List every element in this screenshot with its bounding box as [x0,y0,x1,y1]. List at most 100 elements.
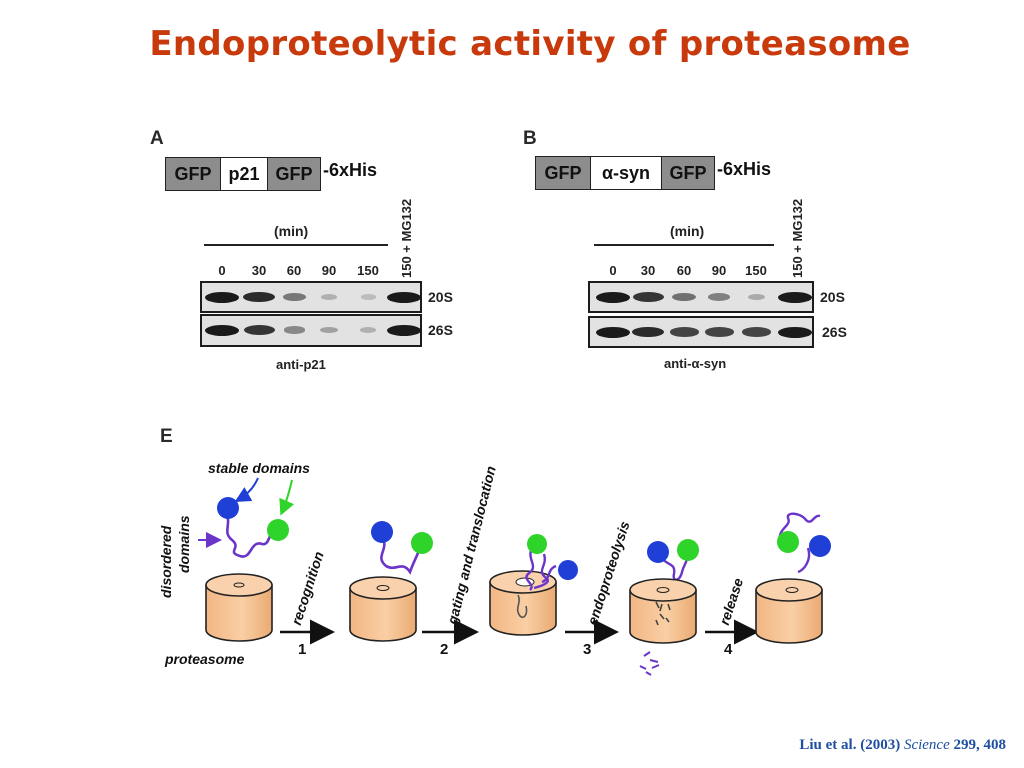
blot-band [708,293,730,301]
step-number-4: 4 [724,641,733,658]
blue-domain [558,560,578,580]
timepoint-label: 90 [321,263,337,278]
chain [224,511,277,558]
his-tag: -6xHis [717,159,772,179]
blot-band [360,294,376,300]
blot-band [778,326,812,338]
blot-band [672,293,696,301]
stage-3 [629,539,699,676]
timepoint-label: 60 [286,263,302,278]
green-domain [777,531,799,553]
proteasome-cylinder [489,570,557,636]
step-label-release: release [716,576,747,627]
green-domain [411,532,433,554]
panel-b-letter: B [523,128,537,149]
citation: Liu et al. (2003) Science 299, 408 [799,737,1006,754]
step-label-endoproteolysis: endoproteolysis [584,519,633,627]
green-domain [267,519,289,541]
blot-band [387,324,421,336]
blot-band [596,326,630,338]
panel-b-construct: GFP α-syn GFP -6xHis [535,156,771,190]
panel-a-construct: GFP p21 GFP -6xHis [165,157,377,191]
blot-band [387,291,421,303]
timepoint-label: 150 [745,263,767,278]
timepoint-label: 0 [218,263,226,278]
blue-domain [647,541,669,563]
blue-domain [217,497,239,519]
row-label-20s: 20S [820,289,845,305]
blot-band [282,293,306,301]
chain [658,549,690,581]
inhibitor-lane-label: 150 + MG132 [790,198,805,278]
timepoint-label: 30 [640,263,656,278]
panel-e-letter: E [160,426,173,447]
blue-pointer-arrow [234,477,259,502]
inhibitor-lane-label: 150 + MG132 [399,198,414,278]
timepoint-label: 30 [251,263,267,278]
blot-band [205,291,239,303]
stage-1 [349,521,433,642]
step-number-1: 1 [298,641,307,658]
blot-band [632,326,664,338]
step-label-gating: gating and translocation [444,464,499,626]
timepoint-label: 0 [609,263,617,278]
slide-title: Endoproteolytic activity of proteasome [149,24,911,64]
antibody-label: anti-p21 [276,357,326,372]
blot-band [778,291,812,303]
proteasome-cylinder [755,578,823,644]
stable-domains-label: stable domains [208,460,310,476]
construct-insert: α-syn [591,156,661,190]
stage-4 [755,512,831,644]
blot-band [243,324,275,336]
blot-band [359,327,377,333]
time-axis-rule [594,244,774,246]
his-tag: -6xHis [323,160,378,180]
proteasome-cylinder [205,573,273,642]
stage-2 [489,534,578,636]
antibody-label: anti-α-syn [664,356,727,371]
time-axis-rule [204,244,388,246]
stage-0 [205,497,289,642]
row-label-20s: 20S [428,289,453,305]
citation-volume: 299, 408 [953,737,1007,753]
blot-band [596,291,630,303]
citation-authors: Liu et al. (2003) [799,737,901,753]
step-number-3: 3 [583,641,592,658]
blot-band [283,326,305,334]
blot-band [669,327,699,337]
row-label-26s: 26S [428,322,453,338]
blot-band [320,294,338,300]
construct-gfp-1: GFP [535,156,591,190]
chain [778,512,821,574]
construct-insert: p21 [221,157,267,191]
chain [380,535,422,575]
proteasome-label: proteasome [165,651,245,667]
chain [525,547,557,591]
timepoint-label: 90 [711,263,727,278]
blot-band [741,327,771,337]
domains-label: domains [176,515,192,573]
time-unit-label: (min) [670,223,705,239]
step-number-2: 2 [440,641,449,658]
blot-band [704,327,734,337]
row-label-26s: 26S [822,324,847,340]
peptide-fragments [639,651,660,676]
proteasome-cylinder [629,578,697,644]
time-unit-label: (min) [274,223,309,239]
blot-band [243,291,275,303]
timepoint-label: 60 [676,263,692,278]
green-pointer-arrow [279,479,295,516]
construct-gfp-1: GFP [165,157,221,191]
disordered-label: disordered [158,525,174,598]
blue-domain [809,535,831,557]
blot-band [320,326,338,334]
blot-row-20s [588,281,814,313]
construct-gfp-2: GFP [267,157,321,191]
green-domain [527,534,547,554]
construct-gfp-2: GFP [661,156,715,190]
blot-band [205,324,239,336]
green-domain [677,539,699,561]
blue-domain [371,521,393,543]
blot-band [632,291,664,303]
